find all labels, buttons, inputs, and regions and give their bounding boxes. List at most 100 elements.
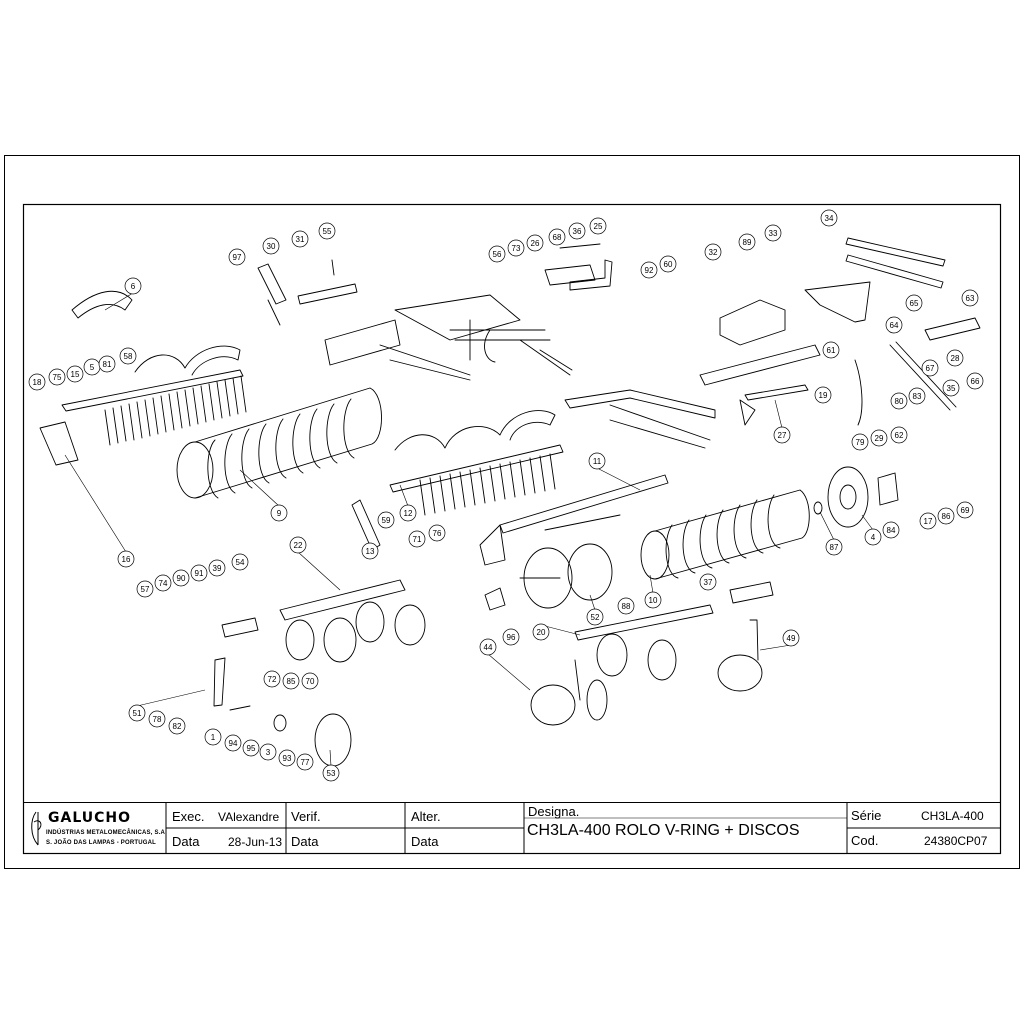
part-callout-22: 22 [289,536,307,554]
part-callout-66: 66 [966,372,984,390]
part-number: 53 [327,769,336,778]
galucho-logo-icon [31,811,42,846]
part-number: 80 [895,397,904,406]
part-callout-59: 59 [377,511,395,529]
part-callout-65: 65 [905,294,923,312]
exec-value: VAlexandre [218,810,280,824]
part-number: 19 [819,391,828,400]
part-number: 73 [512,244,521,253]
part-number: 10 [649,596,658,605]
part-callout-76: 76 [428,524,446,542]
part-callout-27: 27 [773,426,791,444]
part-number: 69 [961,506,970,515]
part-callout-62: 62 [890,426,908,444]
part-number: 84 [887,526,896,535]
part-callout-77: 77 [296,753,314,771]
part-callout-75: 75 [48,368,66,386]
part-callout-58: 58 [119,347,137,365]
part-callout-20: 20 [532,623,550,641]
part-callout-17: 17 [919,512,937,530]
part-callout-79: 79 [851,433,869,451]
part-number: 26 [531,239,540,248]
part-callout-86: 86 [937,507,955,525]
part-number: 86 [942,512,951,521]
part-number: 96 [507,633,516,642]
company-name: GALUCHO [48,810,132,826]
part-number: 34 [825,214,834,223]
part-callout-29: 29 [870,429,888,447]
part-callout-51: 51 [128,704,146,722]
designa-label: Designa. [528,804,580,819]
part-number: 3 [266,748,271,757]
part-number: 28 [951,354,960,363]
part-callout-90: 90 [172,569,190,587]
part-callout-71: 71 [408,530,426,548]
part-number: 4 [871,533,876,542]
part-number: 55 [323,227,332,236]
part-callout-19: 19 [814,386,832,404]
part-callout-81: 81 [98,355,116,373]
part-callout-12: 12 [399,504,417,522]
part-number: 82 [173,722,182,731]
part-number: 67 [926,364,935,373]
part-number: 85 [287,677,296,686]
serie-value: CH3LA-400 [921,809,984,823]
company-line1: INDÚSTRIAS METALOMECÂNICAS, S.A. [46,830,167,836]
part-callout-53: 53 [322,764,340,782]
exec-label: Exec. [172,809,205,824]
company-line2: S. JOÃO DAS LAMPAS - PORTUGAL [46,840,157,846]
part-number: 51 [133,709,142,718]
part-callout-93: 93 [278,749,296,767]
part-callout-83: 83 [908,387,926,405]
part-callout-82: 82 [168,717,186,735]
part-number: 95 [247,744,256,753]
part-callout-97: 97 [228,248,246,266]
part-callout-39: 39 [208,559,226,577]
part-callout-32: 32 [704,243,722,261]
serie-label: Série [851,808,882,823]
part-number: 63 [966,294,975,303]
part-callout-91: 91 [190,564,208,582]
part-callout-44: 44 [479,638,497,656]
part-callout-49: 49 [782,629,800,647]
part-number: 36 [573,227,582,236]
part-number: 97 [233,253,242,262]
verif-label: Verif. [291,809,321,824]
part-callout-10: 10 [644,591,662,609]
part-callout-54: 54 [231,553,249,571]
cod-value: 24380CP07 [924,834,988,848]
part-number: 31 [296,235,305,244]
part-number: 32 [709,248,718,257]
data-label-1: Data [172,834,200,849]
part-number: 70 [306,677,315,686]
part-number: 16 [122,555,131,564]
part-number: 39 [213,564,222,573]
part-number: 11 [593,457,602,466]
part-callout-6: 6 [124,277,142,295]
part-callout-74: 74 [154,574,172,592]
part-callout-85: 85 [282,672,300,690]
part-number: 61 [827,346,836,355]
part-number: 9 [277,509,282,518]
part-number: 13 [366,547,375,556]
part-callout-30: 30 [262,237,280,255]
part-number: 91 [195,569,204,578]
part-number: 64 [890,321,899,330]
part-number: 75 [53,373,62,382]
part-callout-96: 96 [502,628,520,646]
part-number: 22 [294,541,303,550]
part-callout-80: 80 [890,392,908,410]
part-callout-68: 68 [548,228,566,246]
part-number: 74 [159,579,168,588]
part-number: 90 [177,574,186,583]
part-number: 88 [622,602,631,611]
part-number: 78 [153,715,162,724]
part-callout-60: 60 [659,255,677,273]
part-callout-56: 56 [488,245,506,263]
part-number: 92 [645,266,654,275]
part-callout-73: 73 [507,239,525,257]
part-number: 25 [594,222,603,231]
part-callout-25: 25 [589,217,607,235]
